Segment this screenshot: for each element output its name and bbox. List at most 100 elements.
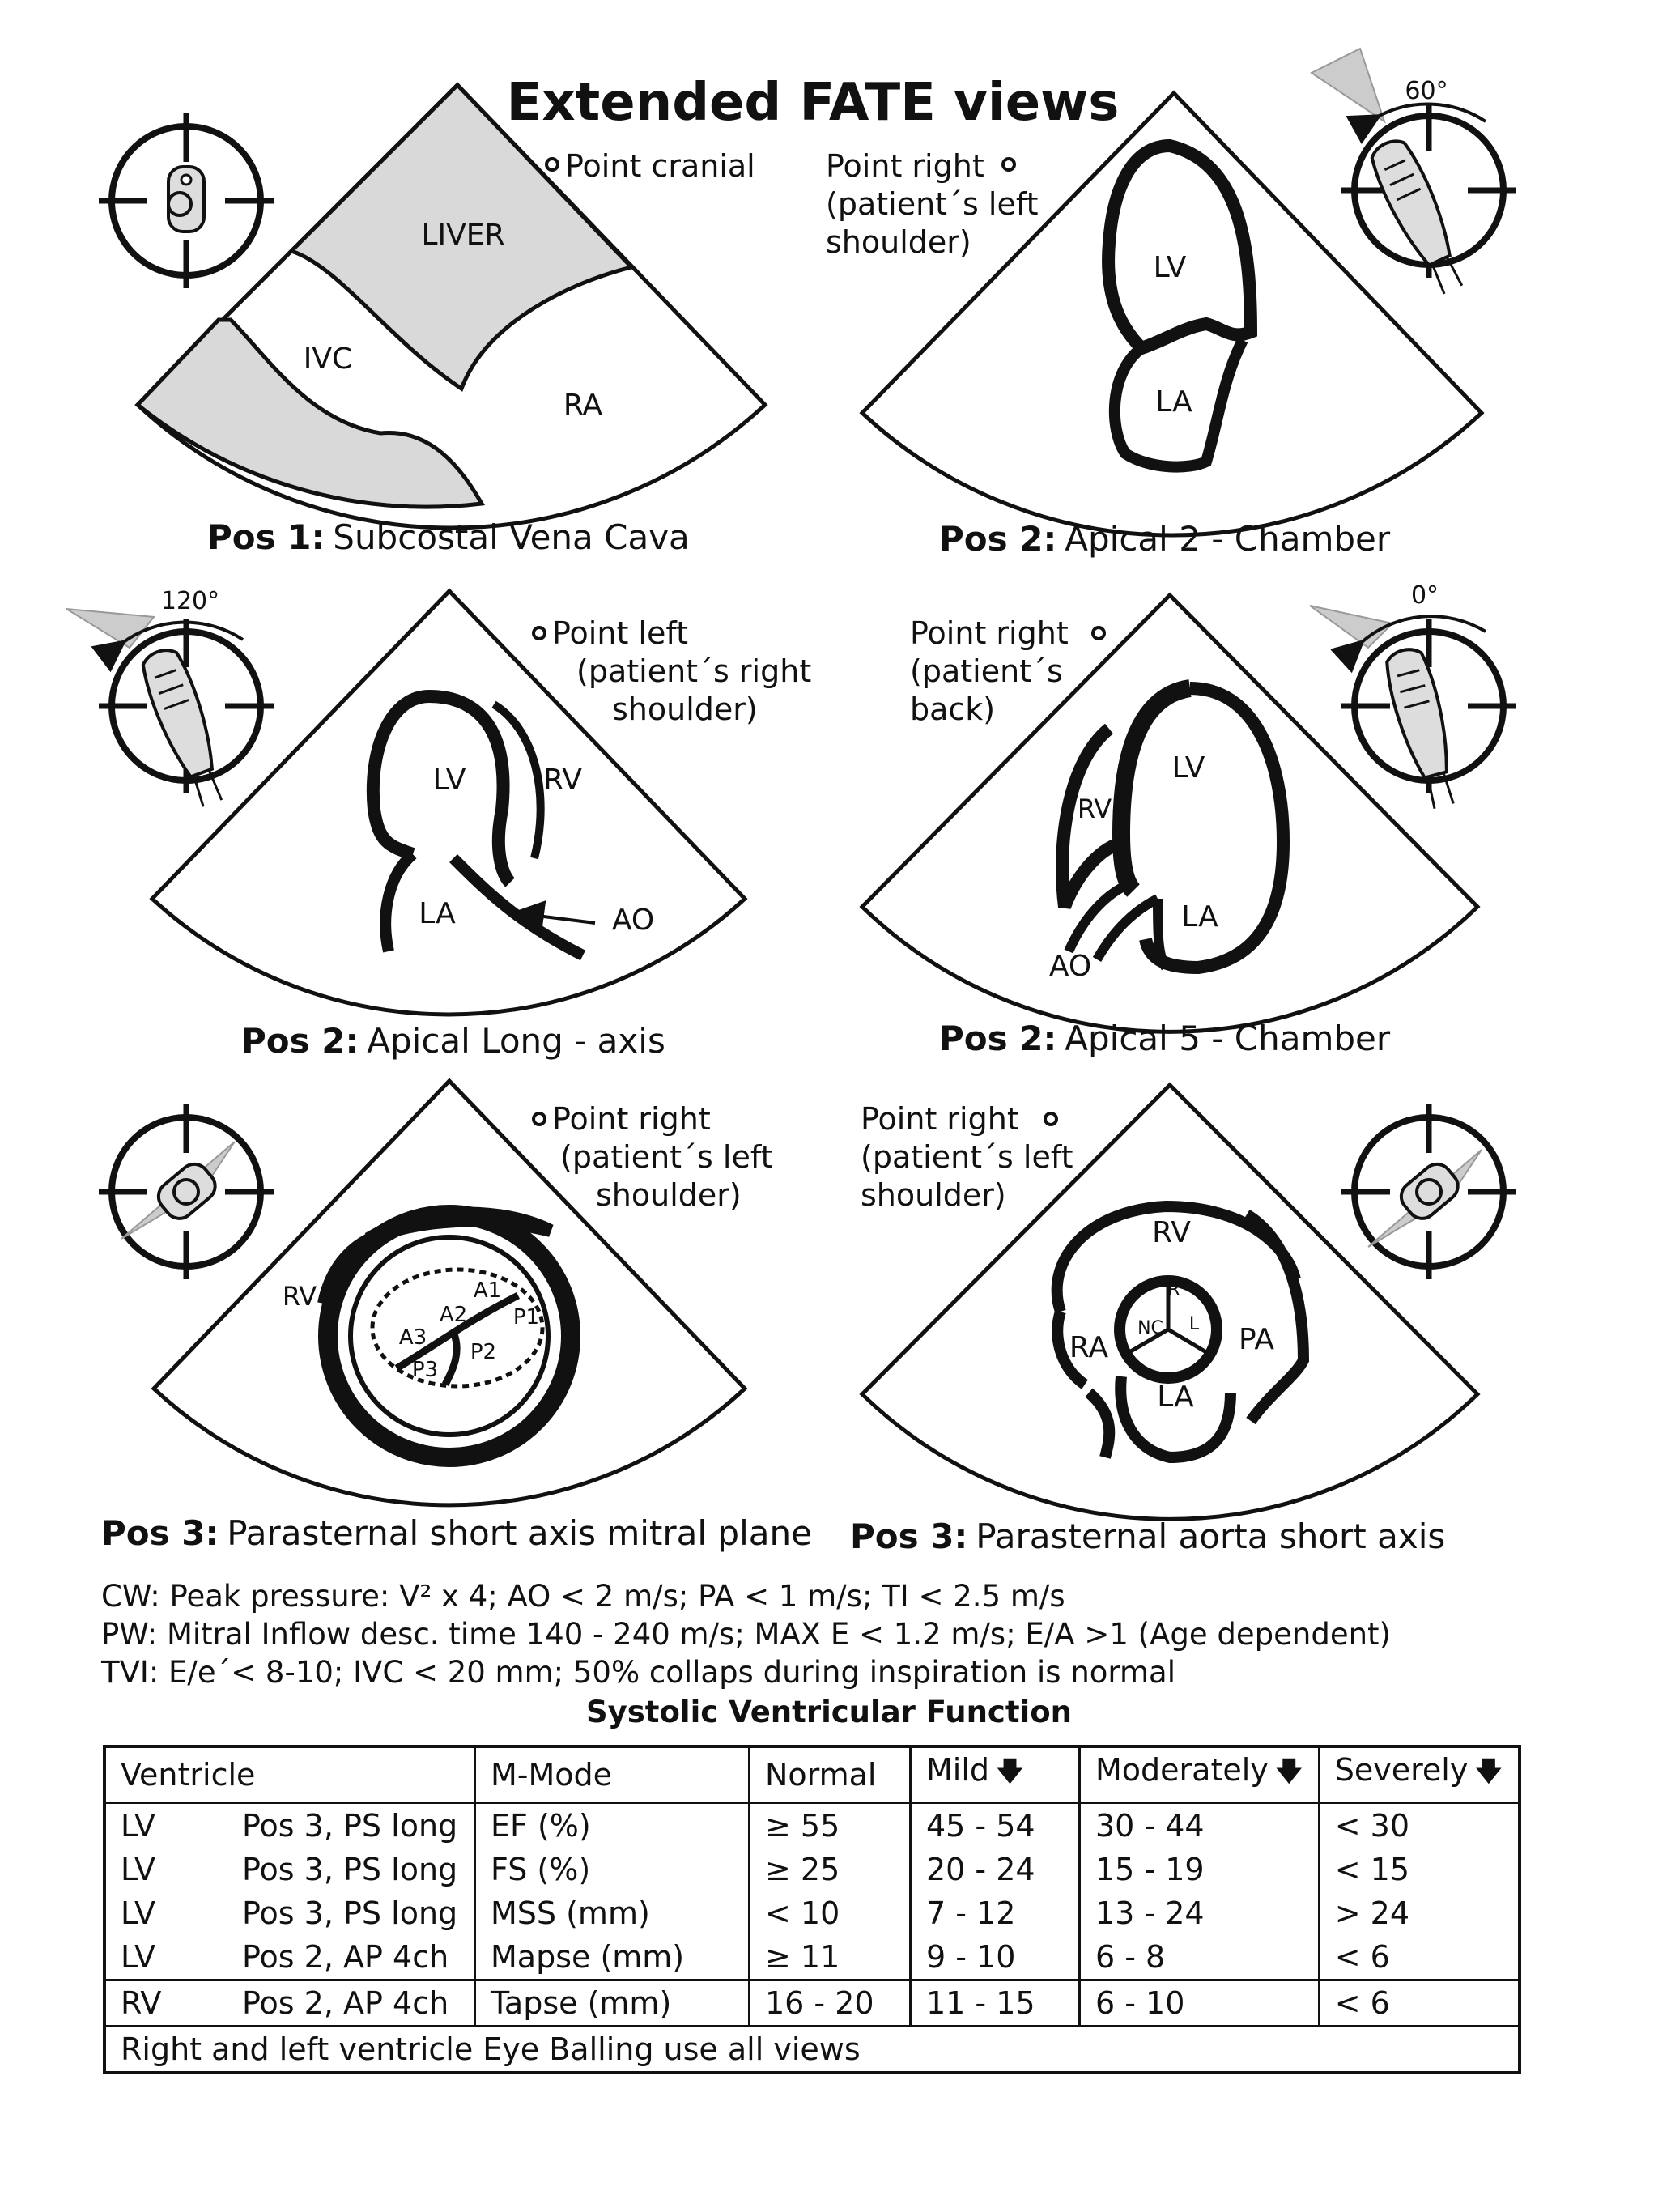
la-outline-6 [1115, 1376, 1236, 1464]
ra-label-6: RA [1069, 1331, 1109, 1364]
nc-cusp-label: NC [1137, 1318, 1163, 1338]
ao-label-3: AO [612, 904, 654, 937]
orientation-note-4c: back) [910, 691, 995, 727]
aortic-root [1114, 1275, 1222, 1384]
orientation-note-3c: shoulder) [612, 691, 758, 727]
la-label-2: LA [1155, 385, 1192, 419]
table-footer: Right and left ventricle Eye Balling use… [103, 2025, 1521, 2073]
ao-arrow [512, 900, 596, 933]
l-cusp-label: L [1189, 1314, 1200, 1334]
la-label-3: LA [419, 897, 456, 930]
r-cusp-label: R [1167, 1280, 1180, 1300]
rv-label-5: RV [283, 1281, 317, 1312]
p1-label: P1 [513, 1305, 539, 1329]
orientation-note-2c: shoulder) [826, 224, 971, 260]
page-title: Extended FATE views [507, 73, 1120, 133]
liver-region [287, 82, 636, 392]
probe-compass-5 [99, 1104, 274, 1279]
down-arrow-icon: 🡇 [1474, 1755, 1503, 1788]
orientation-note-4b: (patient´s [910, 653, 1063, 689]
ra-outline-6 [1052, 1309, 1116, 1459]
view-apical-long-axis: 120° LV RV LA AO Point left (patient´s r… [66, 587, 811, 1061]
a2-label: A2 [440, 1303, 467, 1327]
doppler-notes: CW: Peak pressure: V² x 4; AO < 2 m/s; P… [101, 1577, 1599, 1691]
rv-label-4: RV [1078, 793, 1112, 824]
view-caption-2: Pos 2:Apical 2 - Chamber [939, 519, 1391, 559]
orientation-note-5c: shoulder) [596, 1177, 742, 1213]
la-label-4: LA [1181, 900, 1218, 934]
view-caption-6: Pos 3:Parasternal aorta short axis [850, 1516, 1445, 1556]
down-arrow-icon: 🡇 [1274, 1755, 1303, 1788]
header-severely: Severely🡇 [1317, 1746, 1521, 1804]
a1-label: A1 [474, 1278, 501, 1303]
view-subcostal: LIVER IVC RA Point cranial Pos 1:Subcost… [99, 82, 768, 557]
angle-label-4: 0° [1411, 581, 1439, 610]
table-footer-row: Right and left ventricle Eye Balling use… [103, 2025, 1521, 2073]
aortic-valve-cusps [1128, 1286, 1208, 1355]
orientation-note-3a: Point left [552, 615, 688, 651]
ao-outline-4 [1064, 878, 1160, 962]
orientation-note-1: Point cranial [565, 148, 755, 184]
view-caption-5: Pos 3:Parasternal short axis mitral plan… [101, 1513, 812, 1553]
angle-label-2: 60° [1405, 77, 1448, 105]
header-mmode: M-Mode [474, 1746, 750, 1804]
orientation-note-6a: Point right [861, 1101, 1019, 1137]
header-ventricle: Ventricle [103, 1746, 476, 1804]
fate-views-diagram: Extended FATE views LIVER IVC RA Point c… [66, 47, 1516, 1556]
note-pw: PW: Mitral Inflow desc. time 140 - 240 m… [101, 1617, 1391, 1652]
lv-outline-3 [366, 690, 516, 887]
septum-4 [1112, 679, 1192, 897]
table-header-row: Ventricle M-Mode Normal Mild🡇 Moderately… [103, 1746, 1521, 1804]
la-outline-4 [1153, 898, 1171, 971]
ao-label-4: AO [1049, 950, 1091, 983]
orientation-note-2b: (patient´s left [826, 186, 1038, 222]
header-normal: Normal [748, 1746, 912, 1804]
orientation-note-2a: Point right [826, 148, 984, 184]
probe-compass-2: 60° [1310, 47, 1516, 301]
header-mild: Mild🡇 [909, 1746, 1081, 1804]
ivc-label: IVC [304, 342, 352, 376]
rv-outline-4 [1056, 723, 1127, 909]
view-psax-aorta: RV RA PA LA R L NC Point right (patient´… [850, 1082, 1516, 1556]
pa-outline-6 [1244, 1210, 1310, 1425]
header-moderately: Moderately🡇 [1078, 1746, 1320, 1804]
lv-outline [1102, 138, 1258, 356]
rv-label-3: RV [543, 764, 582, 797]
orientation-note-5b: (patient´s left [560, 1139, 772, 1175]
note-cw: CW: Peak pressure: V² x 4; AO < 2 m/s; P… [101, 1579, 1065, 1614]
table-title: Systolic Ventricular Function [586, 1695, 1072, 1729]
orientation-note-3b: (patient´s right [576, 653, 811, 689]
lv-ring-outer [318, 1205, 580, 1467]
view-caption-3: Pos 2:Apical Long - axis [241, 1021, 665, 1061]
p2-label: P2 [470, 1340, 496, 1364]
mitral-commissure [394, 1291, 521, 1387]
view-apical-5-chamber: LV RV LA AO Point right (patient´s back)… [859, 581, 1516, 1058]
lv-outline-4 [1139, 682, 1290, 975]
view-psax-mitral: RV A1 A2 A3 P1 P2 P3 Point right (patien… [99, 1078, 812, 1553]
a3-label: A3 [399, 1325, 427, 1350]
rv-label-6: RV [1152, 1216, 1191, 1249]
angle-label-3: 120° [161, 587, 219, 615]
view-apical-2-chamber: LV LA Point right (patient´s left should… [826, 47, 1516, 559]
down-arrow-icon: 🡇 [996, 1755, 1024, 1788]
probe-compass-1 [99, 113, 274, 288]
lv-label-4: LV [1172, 751, 1205, 785]
p3-label: P3 [412, 1358, 438, 1382]
probe-compass-3: 120° [66, 587, 274, 813]
rv-outline-3 [491, 700, 545, 860]
orientation-note-6b: (patient´s left [861, 1139, 1073, 1175]
lv-label-2: LV [1154, 251, 1187, 284]
orientation-note-5a: Point right [552, 1101, 711, 1137]
lv-ring-inner [348, 1235, 551, 1437]
probe-compass-6 [1341, 1104, 1516, 1279]
la-outline [1108, 337, 1248, 473]
orientation-note-6c: shoulder) [861, 1177, 1006, 1213]
mitral-annulus [370, 1267, 545, 1389]
ra-label: RA [563, 389, 603, 422]
la-label-6: LA [1157, 1380, 1194, 1414]
